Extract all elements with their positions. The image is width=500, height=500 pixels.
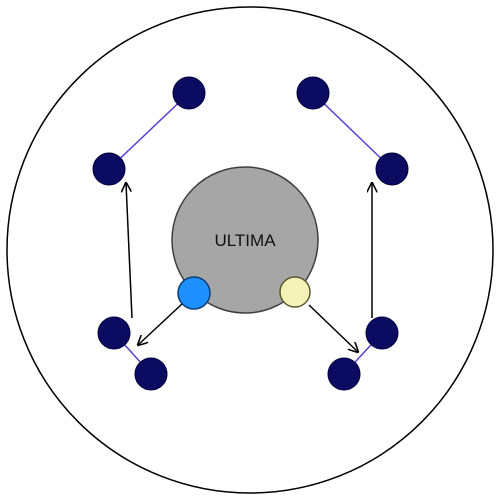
arrow-left-up xyxy=(126,183,133,319)
node-bottom-right-lower xyxy=(327,357,361,391)
ultima-center-circle xyxy=(171,166,319,314)
arrow-right-port-out xyxy=(308,304,358,352)
arrow-left-port-out xyxy=(138,303,183,345)
right-port-circle xyxy=(279,276,311,308)
ultima-label: ULTIMA xyxy=(214,231,276,250)
node-bottom-left-lower xyxy=(134,357,168,391)
node-bottom-left-upper xyxy=(97,316,131,350)
node-top-right-lower xyxy=(375,152,409,186)
node-top-right-upper xyxy=(296,76,330,110)
node-top-left-lower xyxy=(92,152,126,186)
bond-line-top-left xyxy=(108,92,190,170)
bond-line-top-right xyxy=(312,92,393,170)
outer-circle xyxy=(6,6,494,494)
left-port-circle xyxy=(177,276,211,310)
node-top-left-upper xyxy=(172,76,206,110)
node-bottom-right-upper xyxy=(365,316,399,350)
